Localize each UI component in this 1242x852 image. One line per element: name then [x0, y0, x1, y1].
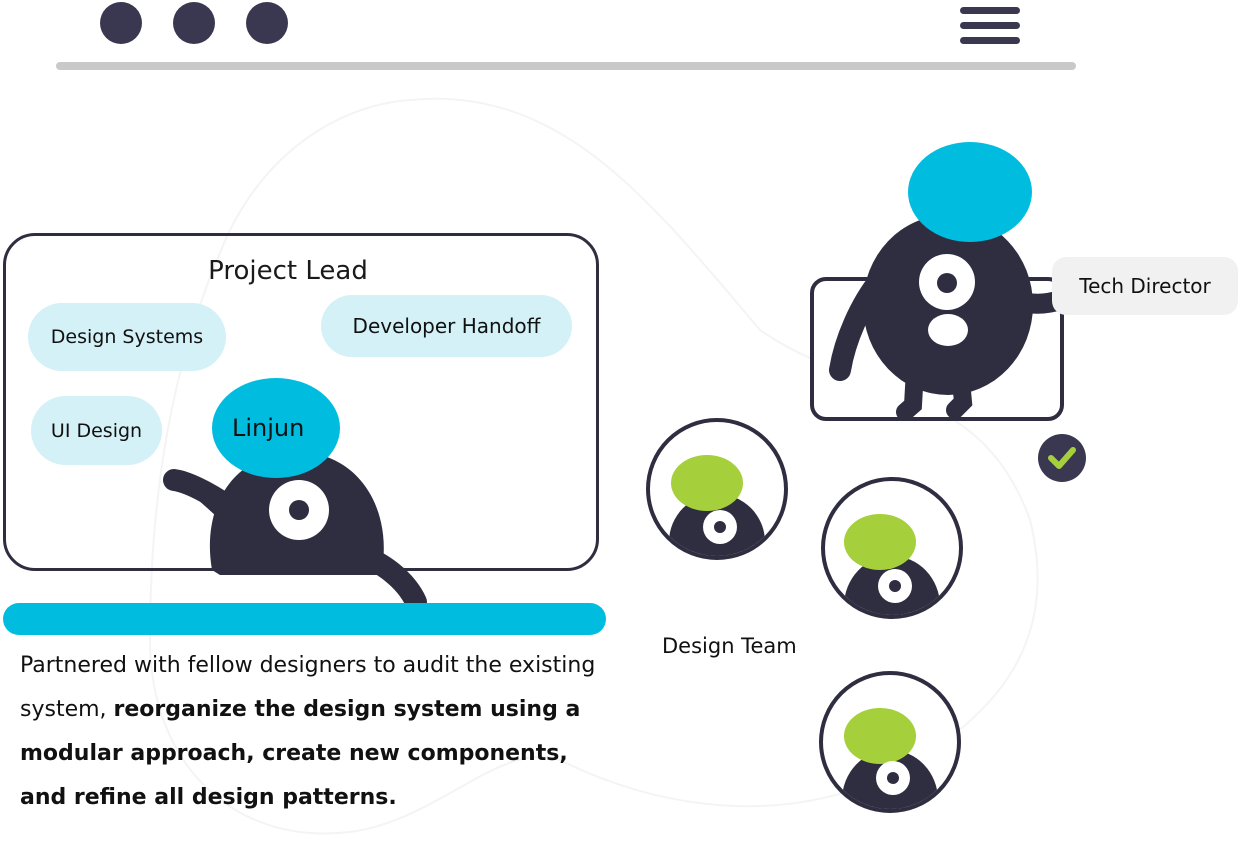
skill-pill-design-systems: Design Systems	[28, 303, 226, 371]
skill-pill-developer-handoff: Developer Handoff	[321, 295, 572, 357]
checkmark-circle-icon	[1038, 434, 1086, 482]
hamburger-menu-icon[interactable]	[960, 7, 1020, 47]
project-lead-title: Project Lead	[208, 256, 368, 286]
tech-director-label: Tech Director	[1052, 257, 1238, 315]
project-lead-name: Linjun	[232, 414, 305, 442]
design-team-label: Design Team	[662, 634, 797, 658]
design-team-member-1	[646, 418, 788, 560]
tech-director-hat	[908, 142, 1032, 242]
project-description: Partnered with fellow designers to audit…	[20, 644, 600, 820]
description-plain-text: Partnered with fellow designers to audit…	[20, 653, 596, 722]
character-pupil	[289, 500, 309, 520]
background-blob	[148, 97, 1039, 835]
window-dot-3[interactable]	[246, 2, 288, 44]
tech-director-illustration	[810, 142, 1065, 421]
lead-highlight-bar	[3, 603, 606, 635]
character-arm-right	[349, 545, 427, 610]
skill-pill-ui-design: UI Design	[31, 396, 162, 465]
design-team-member-3	[819, 671, 961, 813]
tech-director-pupil	[937, 273, 957, 293]
tech-director-leg-right	[946, 361, 973, 419]
description-bold-text: reorganize the design system using a mod…	[20, 697, 581, 810]
linjun-character-illustration	[163, 378, 427, 610]
tech-director-mouth	[928, 314, 968, 346]
header-divider	[56, 62, 1076, 70]
design-team-member-2	[821, 477, 963, 619]
window-dot-2[interactable]	[173, 2, 215, 44]
window-dot-1[interactable]	[100, 2, 142, 44]
character-head-hat	[212, 378, 340, 478]
tech-director-leg-left	[896, 361, 924, 421]
